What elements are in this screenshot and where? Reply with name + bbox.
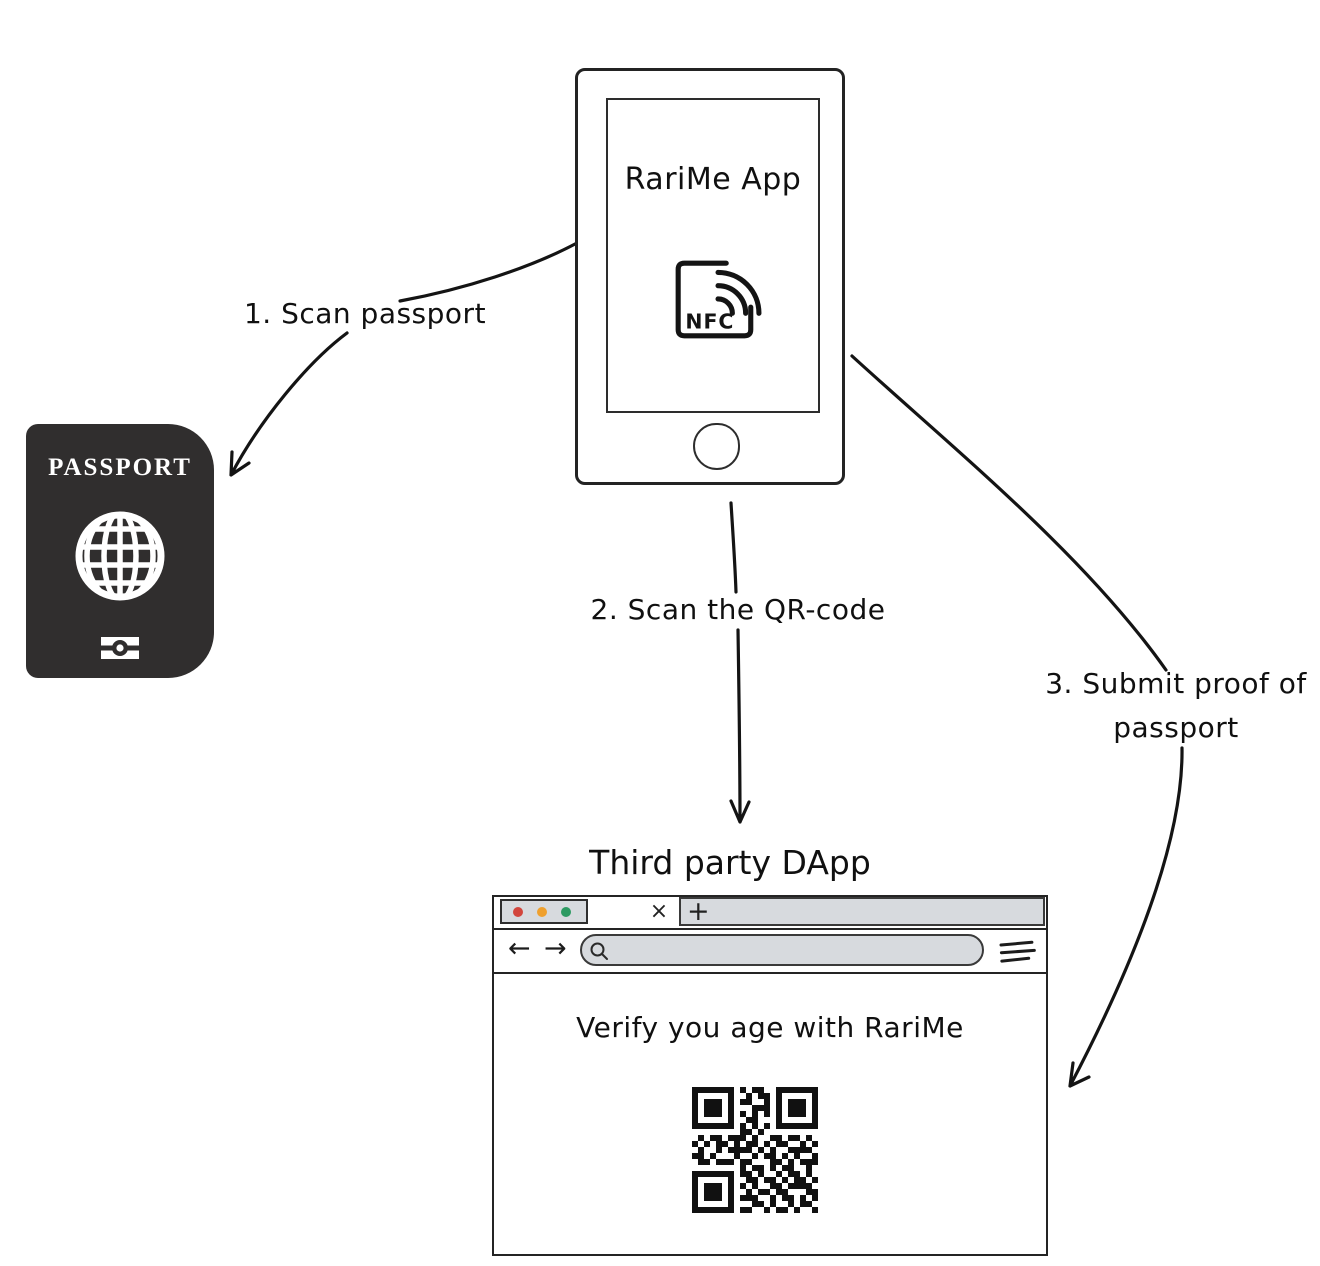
- step1-label: 1. Scan passport: [243, 297, 487, 330]
- step3-label-line1: 3. Submit proof of: [1045, 667, 1307, 700]
- traffic-light-green-icon: [561, 906, 571, 917]
- browser-title: Third party DApp: [589, 843, 871, 882]
- traffic-light-orange-icon: [537, 906, 547, 917]
- step2-arrow: [729, 501, 751, 824]
- home-button-icon: [693, 423, 740, 470]
- step3-label-line2: passport: [1113, 711, 1239, 744]
- step3-label: 3. Submit proof of passport: [1028, 662, 1320, 750]
- app-title: RariMe App: [624, 162, 802, 197]
- nfc-label: NFC: [685, 310, 734, 334]
- phone: RariMe App NFC: [575, 68, 845, 485]
- globe-icon: [75, 511, 165, 601]
- close-tab-icon: ×: [649, 899, 669, 924]
- qr-code: [692, 1087, 818, 1213]
- epassport-chip-icon: [101, 637, 139, 659]
- step2-label: 2. Scan the QR-code: [590, 593, 886, 626]
- window-controls: [500, 899, 588, 924]
- step1-arrow: [229, 241, 579, 477]
- new-tab-area: +: [679, 896, 1045, 927]
- new-tab-icon: +: [687, 896, 710, 927]
- back-arrow-icon: ←: [508, 933, 531, 964]
- passport: PASSPORT: [26, 424, 214, 678]
- url-bar: [580, 934, 984, 966]
- menu-icon: [999, 940, 1038, 967]
- page-heading: Verify you age with RariMe: [576, 1011, 964, 1044]
- browser-window: × + ← → Verify you age with RariMe: [492, 895, 1048, 1256]
- nfc-icon: NFC: [675, 260, 762, 339]
- search-icon: [590, 942, 608, 960]
- traffic-light-red-icon: [513, 906, 523, 917]
- phone-screen: RariMe App NFC: [606, 98, 820, 413]
- tab-bar: × +: [494, 896, 1046, 930]
- passport-title: PASSPORT: [48, 454, 192, 481]
- forward-arrow-icon: →: [544, 933, 567, 964]
- nav-bar: ← →: [494, 930, 1046, 974]
